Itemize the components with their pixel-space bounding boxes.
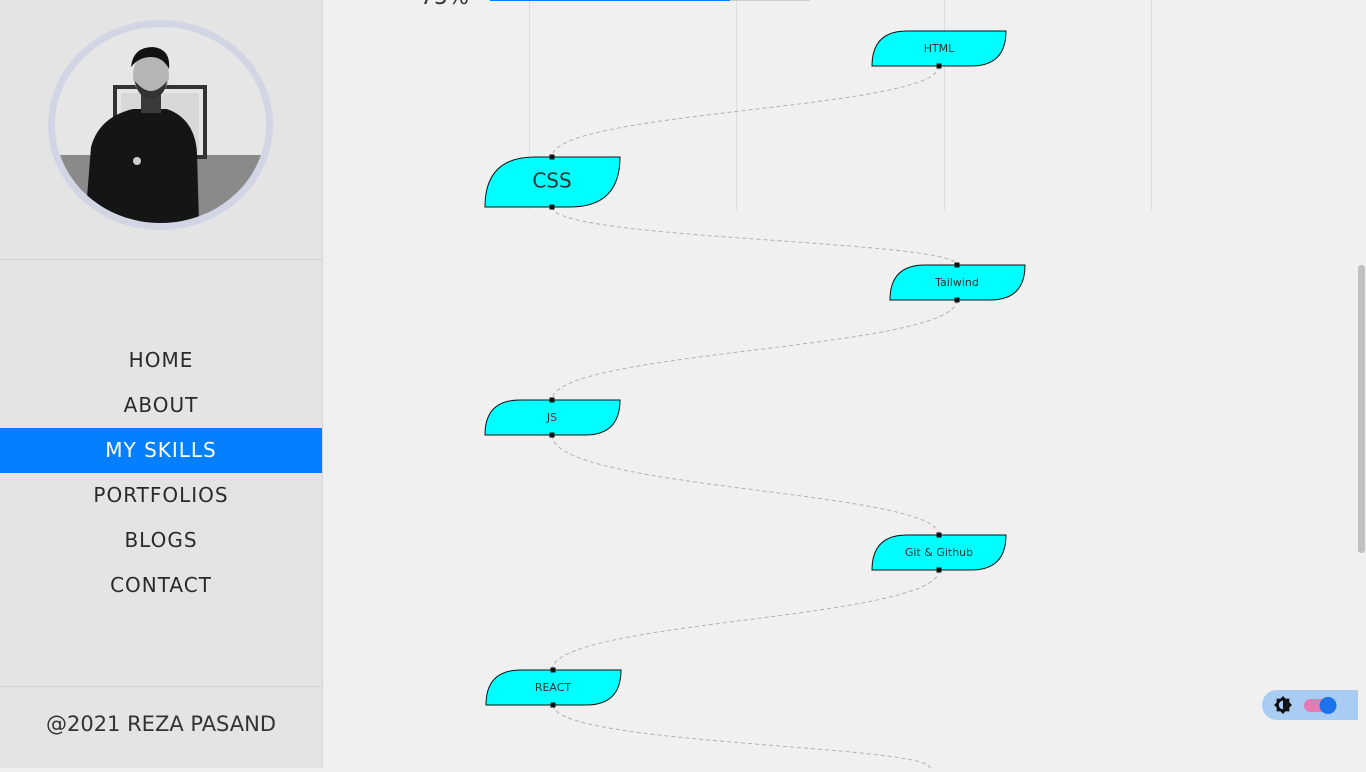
nav-item-my-skills[interactable]: MY SKILLS: [0, 428, 322, 473]
node-label: CSS: [532, 169, 571, 193]
main-nav: HOME ABOUT MY SKILLS PORTFOLIOS BLOGS CO…: [0, 338, 322, 608]
sidebar: HOME ABOUT MY SKILLS PORTFOLIOS BLOGS CO…: [0, 0, 323, 768]
skills-roadmap: 75% HTML CSS Tai: [420, 0, 1152, 769]
node-label: REACT: [535, 681, 572, 694]
node-label: Git & Github: [905, 546, 973, 559]
nav-item-about[interactable]: ABOUT: [123, 393, 199, 417]
node-label: Tailwind: [934, 276, 979, 289]
copyright: @2021 REZA PASAND: [45, 712, 277, 736]
roadmap-node-css[interactable]: CSS: [484, 154, 621, 210]
nav-item-contact[interactable]: CONTACT: [110, 573, 212, 597]
profile-photo: [55, 27, 266, 223]
progress-fill: [490, 0, 730, 1]
skills-section: 75% HTML CSS Tai: [323, 0, 1357, 769]
sidebar-divider: [0, 259, 322, 260]
node-label: HTML: [924, 42, 955, 55]
theme-switch[interactable]: [1304, 697, 1337, 714]
skill-progress: 75%: [420, 0, 810, 10]
gridlines: [529, 0, 1152, 210]
page-scrollbar[interactable]: [1357, 0, 1366, 768]
roadmap-node-html[interactable]: HTML: [871, 30, 1007, 69]
sidebar-divider: [0, 686, 322, 687]
nav-item-blogs[interactable]: BLOGS: [124, 528, 198, 552]
roadmap-node-git-github[interactable]: Git & Github: [871, 532, 1007, 573]
nav-item-home[interactable]: HOME: [128, 348, 194, 372]
brightness-icon: [1274, 696, 1292, 714]
node-label: JS: [546, 411, 557, 424]
nav-item-portfolios[interactable]: PORTFOLIOS: [93, 483, 229, 507]
theme-toggle[interactable]: [1262, 690, 1358, 720]
scrollbar-thumb[interactable]: [1358, 265, 1365, 553]
roadmap-node-react[interactable]: REACT: [485, 667, 622, 708]
avatar: [48, 20, 273, 230]
roadmap-node-js[interactable]: JS: [484, 397, 621, 438]
roadmap-node-tailwind[interactable]: Tailwind: [889, 262, 1026, 303]
roadmap-connectors: [551, 65, 958, 769]
skill-percent: 75%: [420, 0, 469, 10]
